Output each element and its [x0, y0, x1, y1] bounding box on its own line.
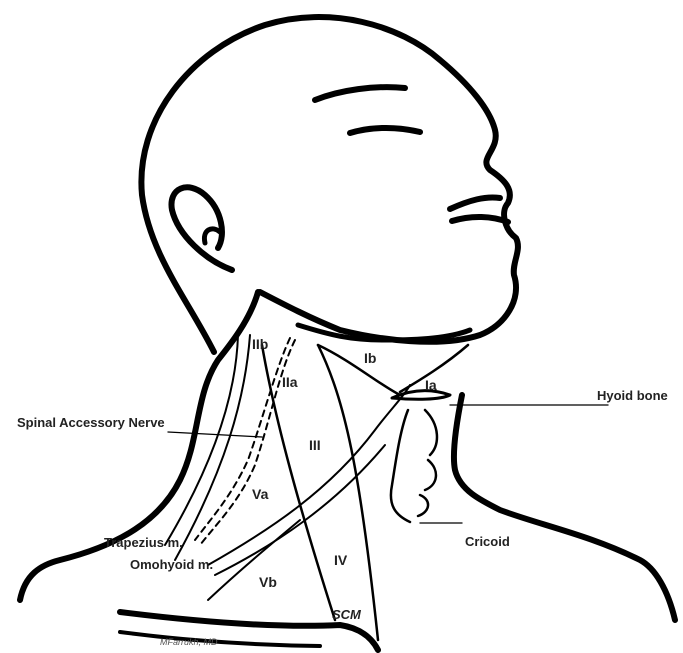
level-ib-label: Ib	[364, 351, 376, 365]
level-v-boundary	[208, 520, 300, 600]
larynx-outline	[391, 410, 410, 522]
author-credit: MFarrukh, MD	[160, 638, 218, 647]
eye-upper	[315, 87, 405, 100]
level-iia-label: IIa	[282, 375, 298, 389]
omohyoid-line-2	[215, 445, 385, 575]
level-iii-label: III	[309, 438, 321, 452]
level-va-label: Va	[252, 487, 268, 501]
digastric-line	[318, 345, 400, 395]
level-ia-label: Ia	[425, 378, 437, 392]
level-vb-label: Vb	[259, 575, 277, 589]
level-iib-label: IIb	[252, 337, 268, 351]
jaw-line	[298, 325, 470, 340]
ear-outer	[171, 187, 232, 270]
spinal-accessory-nerve-label: Spinal Accessory Nerve	[17, 416, 165, 429]
spinal-accessory-dashed-2	[195, 338, 290, 540]
trapezius-label: Trapezius m.	[104, 536, 183, 549]
omohyoid-label: Omohyoid m.	[130, 558, 213, 571]
hyoid-bone-label: Hyoid bone	[597, 389, 668, 402]
larynx-rings	[418, 410, 437, 516]
level-iv-label: IV	[334, 553, 347, 567]
back-neck-line	[20, 292, 258, 600]
ear-inner	[204, 229, 220, 243]
lip-lower	[452, 217, 508, 222]
cricoid-label: Cricoid	[465, 535, 510, 548]
eye-lower	[350, 128, 420, 133]
clavicle-line-lower	[120, 632, 320, 646]
lip-upper	[450, 197, 500, 209]
throat-line	[454, 395, 675, 620]
head-outline	[141, 17, 518, 352]
trapezius-line-1	[165, 335, 238, 545]
spinal-accessory-leader-line	[168, 432, 262, 437]
scm-label: SCM	[332, 608, 361, 621]
